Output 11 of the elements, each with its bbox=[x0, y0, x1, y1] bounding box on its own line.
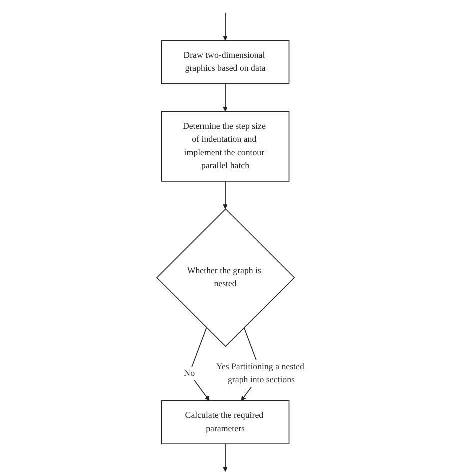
arrow bbox=[223, 84, 228, 112]
node-box: Draw two-dimensional graphics based on data bbox=[161, 40, 290, 84]
edge-label: No bbox=[184, 368, 195, 378]
arrow bbox=[223, 181, 228, 210]
arrow bbox=[189, 327, 210, 402]
node-diamond: Whether the graph is nested bbox=[156, 208, 296, 348]
arrow bbox=[223, 12, 228, 41]
edge-label: Yes Partitioning a nested graph into sections bbox=[216, 362, 304, 385]
node-box: Determine the step size of indentation and implement the contour parallel hatch bbox=[161, 111, 290, 182]
arrow bbox=[223, 444, 228, 472]
node-box: Calculate the required parameters bbox=[161, 400, 290, 444]
